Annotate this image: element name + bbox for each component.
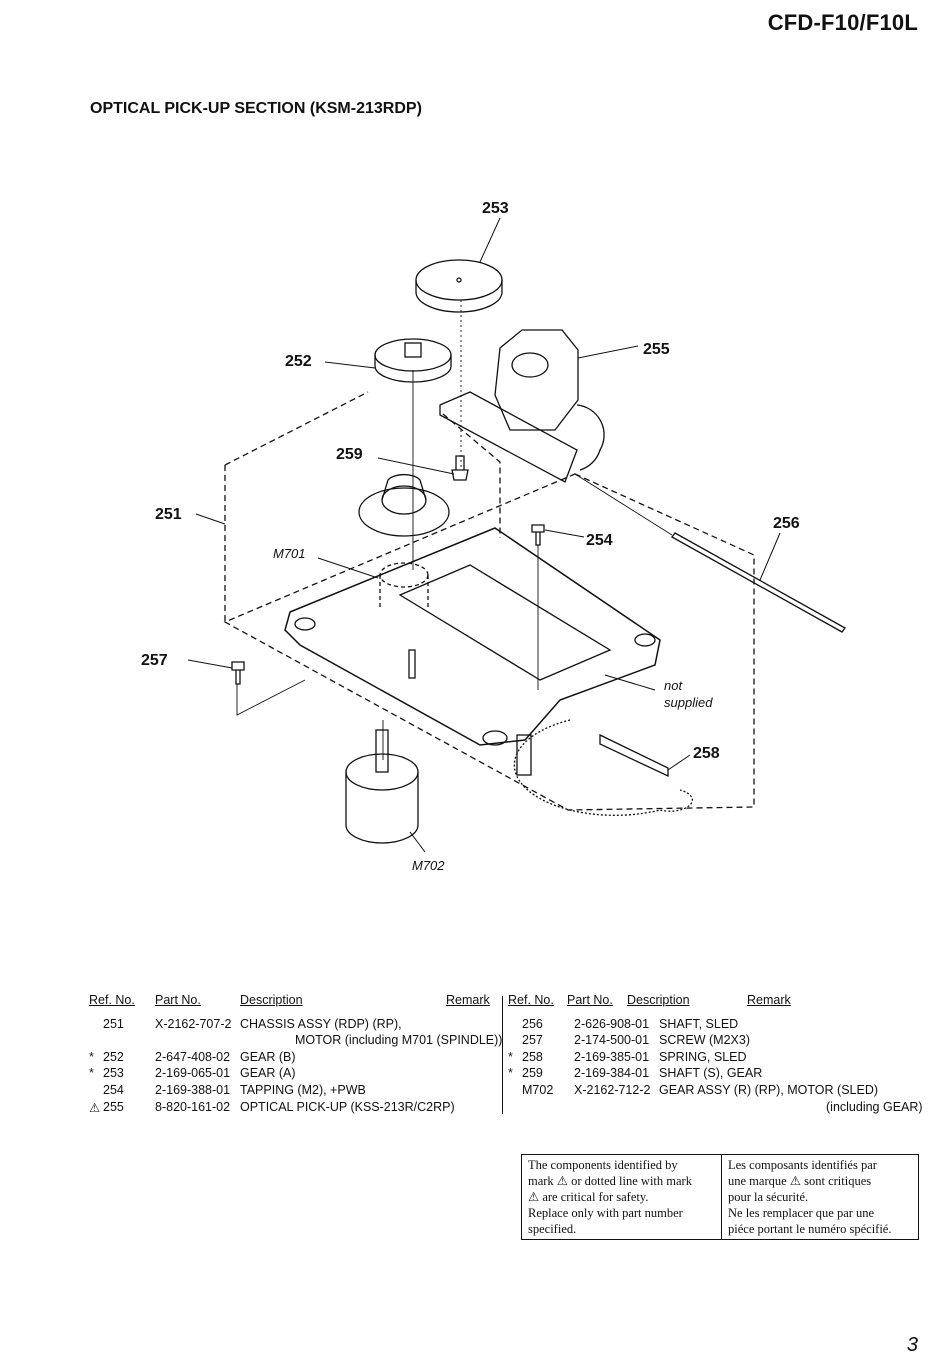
exploded-view-diagram: 253 252 255 259 251 256 254 257 258 M701… [141,200,846,873]
gear-252 [374,338,452,372]
optical-pickup [494,329,579,431]
shaft-256 [671,532,846,633]
header-remark-right: Remark [747,993,791,1007]
screw-254 [531,524,545,546]
table-divider [502,996,503,1114]
screw-259 [451,455,469,481]
callout-255: 255 [643,341,670,358]
section-title: OPTICAL PICK-UP SECTION (KSM-213RDP) [90,100,422,117]
header-desc-right: Description [627,993,690,1007]
label-m702: M702 [412,858,445,873]
callout-258: 258 [693,745,720,762]
callout-251: 251 [155,506,182,523]
spindle-turntable [358,487,450,537]
notice-french: Les composants identifiés par une marque… [728,1158,892,1236]
callout-256: 256 [773,515,800,532]
header-ref-left: Ref. No. [89,993,135,1007]
callout-259: 259 [336,446,363,463]
spring-258 [599,733,669,778]
sled-motor [345,772,419,844]
page-number: 3 [906,1334,918,1356]
dashed-outline [223,391,755,811]
safety-notice: The components identified by mark ⚠ or d… [521,1154,919,1240]
header-desc-left: Description [240,993,303,1007]
header-part-right: Part No. [567,993,613,1007]
label-not: not [664,678,683,693]
header-remark-left: Remark [446,993,490,1007]
label-supplied: supplied [664,695,713,710]
callout-257: 257 [141,652,168,669]
header-part-left: Part No. [155,993,201,1007]
notice-english: The components identified by mark ⚠ or d… [522,1155,722,1239]
header-ref-right: Ref. No. [508,993,554,1007]
callout-254: 254 [586,532,613,549]
label-m701: M701 [273,546,306,561]
chassis-plate [284,527,661,746]
screw-257 [231,661,245,685]
caution-mark: ⚠ [89,1101,101,1115]
parts-table: Ref. No. Part No. Description Remark Ref… [89,993,923,1115]
gear-253 [415,259,503,301]
callout-253: 253 [482,200,509,217]
callout-252: 252 [285,353,312,370]
model-title: CFD-F10/F10L [767,10,918,35]
